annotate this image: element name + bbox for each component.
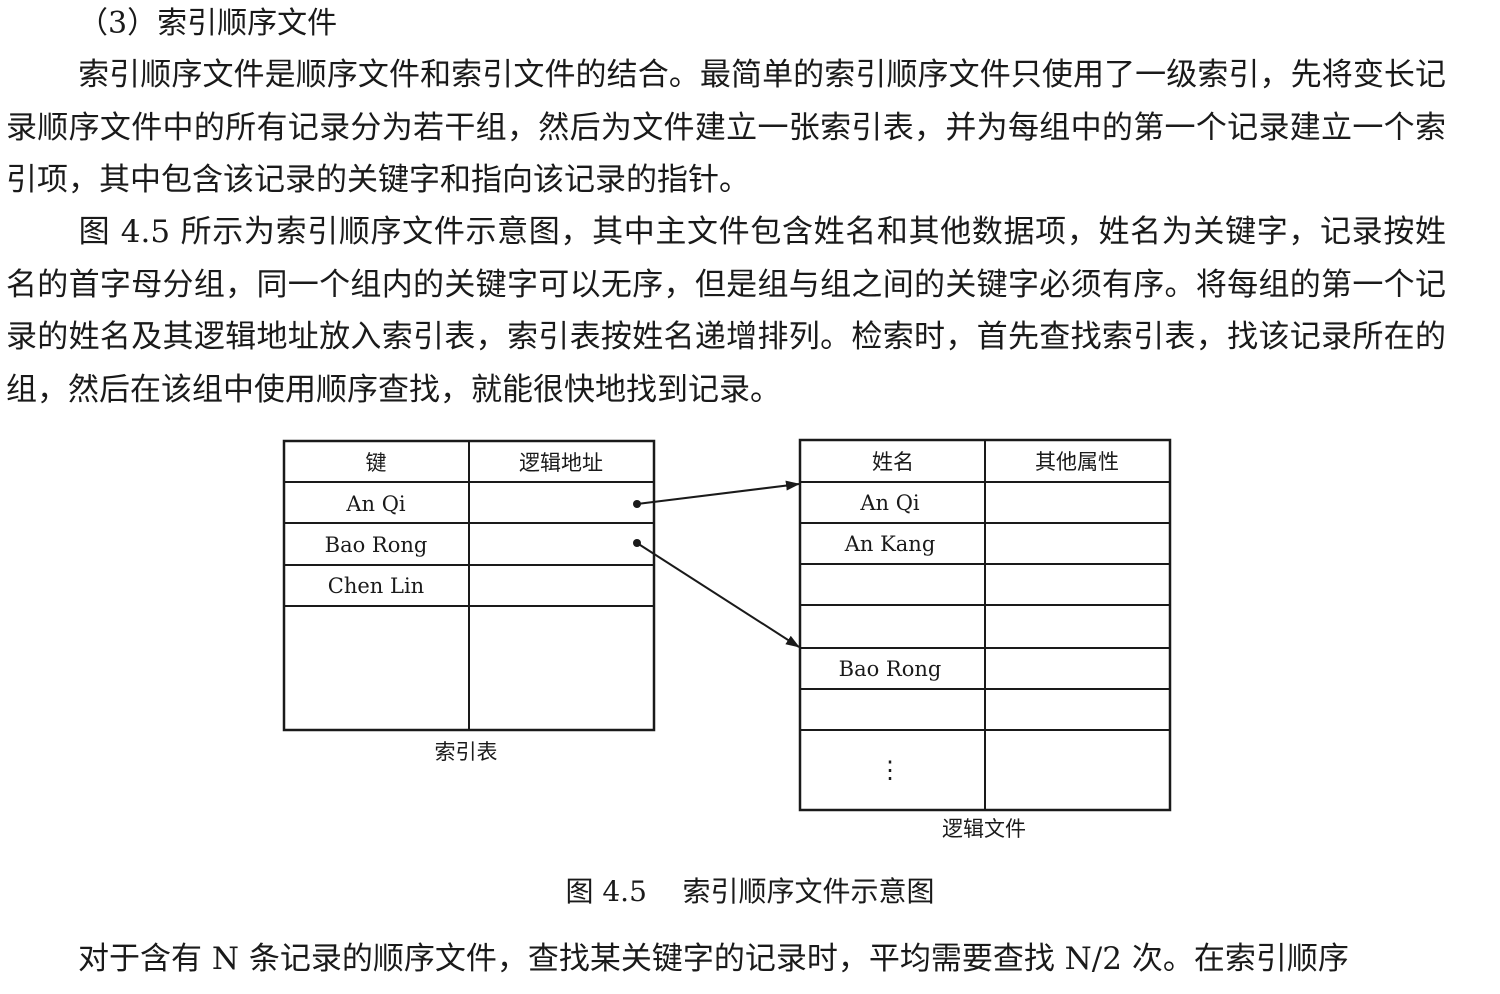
index-row-2-key: Bao Rong bbox=[325, 533, 428, 557]
index-header-key: 键 bbox=[366, 451, 387, 475]
paragraph-3-text: 对于含有 N 条记录的顺序文件，查找某关键字的记录时，平均需要查找 N/2 次。… bbox=[78, 941, 1349, 977]
index-table: 键 逻辑地址 An Qi Bao Rong Chen Lin 索引表 bbox=[282, 439, 656, 764]
file-row-ellipsis: ⋮ bbox=[878, 756, 902, 784]
logical-file-table: 姓名 其他属性 An Qi An Kang Bao Rong ⋮ 逻辑文件 bbox=[798, 438, 1172, 841]
index-row-1-key: An Qi bbox=[345, 492, 406, 516]
index-sequential-diagram: 键 逻辑地址 An Qi Bao Rong Chen Lin 索引表 姓名 其他… bbox=[282, 438, 1172, 841]
pointer-arrow-1 bbox=[636, 480, 800, 505]
paragraph-1-text: 索引顺序文件是顺序文件和索引文件的结合。最简单的索引顺序文件只使用了一级索引，先… bbox=[6, 57, 1446, 198]
paragraph-2: 图 4.5 所示为索引顺序文件示意图，其中主文件包含姓名和其他数据项，姓名为关键… bbox=[6, 206, 1446, 416]
index-row-3-key: Chen Lin bbox=[328, 574, 424, 598]
file-header-other: 其他属性 bbox=[1035, 450, 1119, 474]
pointer-arrows bbox=[633, 480, 800, 648]
figure-caption: 图 4.5 索引顺序文件示意图 bbox=[565, 875, 935, 908]
paragraph-1: 索引顺序文件是顺序文件和索引文件的结合。最简单的索引顺序文件只使用了一级索引，先… bbox=[6, 49, 1446, 207]
file-header-name: 姓名 bbox=[872, 450, 914, 474]
file-row-5-name: Bao Rong bbox=[839, 657, 942, 681]
pointer-arrow-2 bbox=[636, 542, 800, 648]
section-heading: （3）索引顺序文件 bbox=[78, 6, 338, 41]
index-table-label: 索引表 bbox=[435, 740, 498, 764]
file-row-1-name: An Qi bbox=[859, 491, 920, 515]
index-header-address: 逻辑地址 bbox=[519, 451, 603, 475]
file-row-2-name: An Kang bbox=[844, 532, 936, 556]
paragraph-3: 对于含有 N 条记录的顺序文件，查找某关键字的记录时，平均需要查找 N/2 次。… bbox=[6, 933, 1446, 993]
logical-file-label: 逻辑文件 bbox=[942, 817, 1026, 841]
paragraph-2-text: 图 4.5 所示为索引顺序文件示意图，其中主文件包含姓名和其他数据项，姓名为关键… bbox=[6, 214, 1446, 408]
